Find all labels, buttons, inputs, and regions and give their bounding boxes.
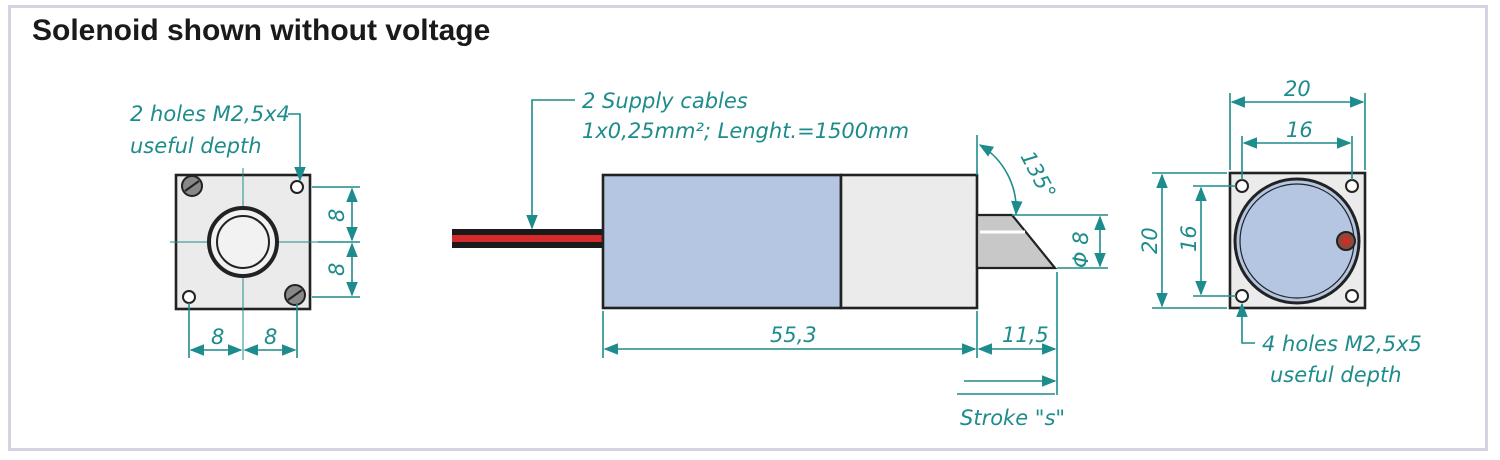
rear-width-inner: 16	[1286, 118, 1313, 142]
front-holes-note-line2: useful depth	[130, 134, 262, 158]
cable-note-line1: 2 Supply cables	[582, 89, 748, 113]
front-view: 2 holes M2,5x4 useful depth 8 8 8 8	[130, 102, 360, 360]
plunger	[975, 213, 1058, 270]
front-boss-inner	[216, 215, 270, 269]
rear-coil-disc	[1233, 177, 1361, 305]
side-view: 2 Supply cables 1x0,25mm²; Lenght.=1500m…	[452, 89, 1108, 430]
front-hole-bl	[182, 290, 196, 304]
front-dim-top: 8	[325, 209, 349, 222]
plunger-diameter: Φ 8	[1069, 231, 1093, 268]
angle-arc	[978, 144, 1023, 216]
rear-hole-tr	[1345, 179, 1359, 193]
front-screw-br	[284, 284, 306, 306]
front-holes-leader	[288, 113, 306, 182]
cable-red	[452, 235, 604, 242]
front-hole-tr	[290, 180, 304, 194]
body-length: 55,3	[770, 323, 817, 347]
plunger-length: 11,5	[1002, 323, 1049, 347]
rear-hole-bl	[1235, 289, 1249, 303]
rear-holes-note-line1: 4 holes M2,5x5	[1262, 332, 1422, 356]
coil-body	[601, 173, 843, 310]
front-dim-right: 8	[264, 325, 277, 349]
angle-label: 135°	[1016, 147, 1061, 203]
cable-black	[452, 229, 604, 235]
cable-note-line2: 1x0,25mm²; Lenght.=1500mm	[582, 119, 909, 143]
rear-hole-tl	[1235, 179, 1249, 193]
cable-leader	[526, 99, 575, 230]
front-dim-bottom: 8	[325, 263, 349, 276]
rear-height-inner: 16	[1177, 225, 1201, 252]
stroke-label: Stroke "s"	[960, 406, 1065, 430]
rear-view: 20 16 20 16 4 holes M2,5x5 useful depth	[1138, 77, 1422, 387]
rear-holes-leader	[1236, 302, 1255, 344]
end-cap	[839, 173, 979, 310]
rear-height-outer: 20	[1138, 227, 1162, 254]
front-screw-tl	[181, 175, 203, 197]
rear-hole-br	[1345, 289, 1359, 303]
rear-holes-note-line2: useful depth	[1270, 363, 1402, 387]
front-holes-note-line1: 2 holes M2,5x4	[130, 102, 290, 126]
front-boss-outer	[207, 206, 279, 278]
page-title: Solenoid shown without voltage	[32, 14, 491, 47]
front-dim-left: 8	[211, 325, 224, 349]
rear-width-outer: 20	[1284, 77, 1311, 101]
